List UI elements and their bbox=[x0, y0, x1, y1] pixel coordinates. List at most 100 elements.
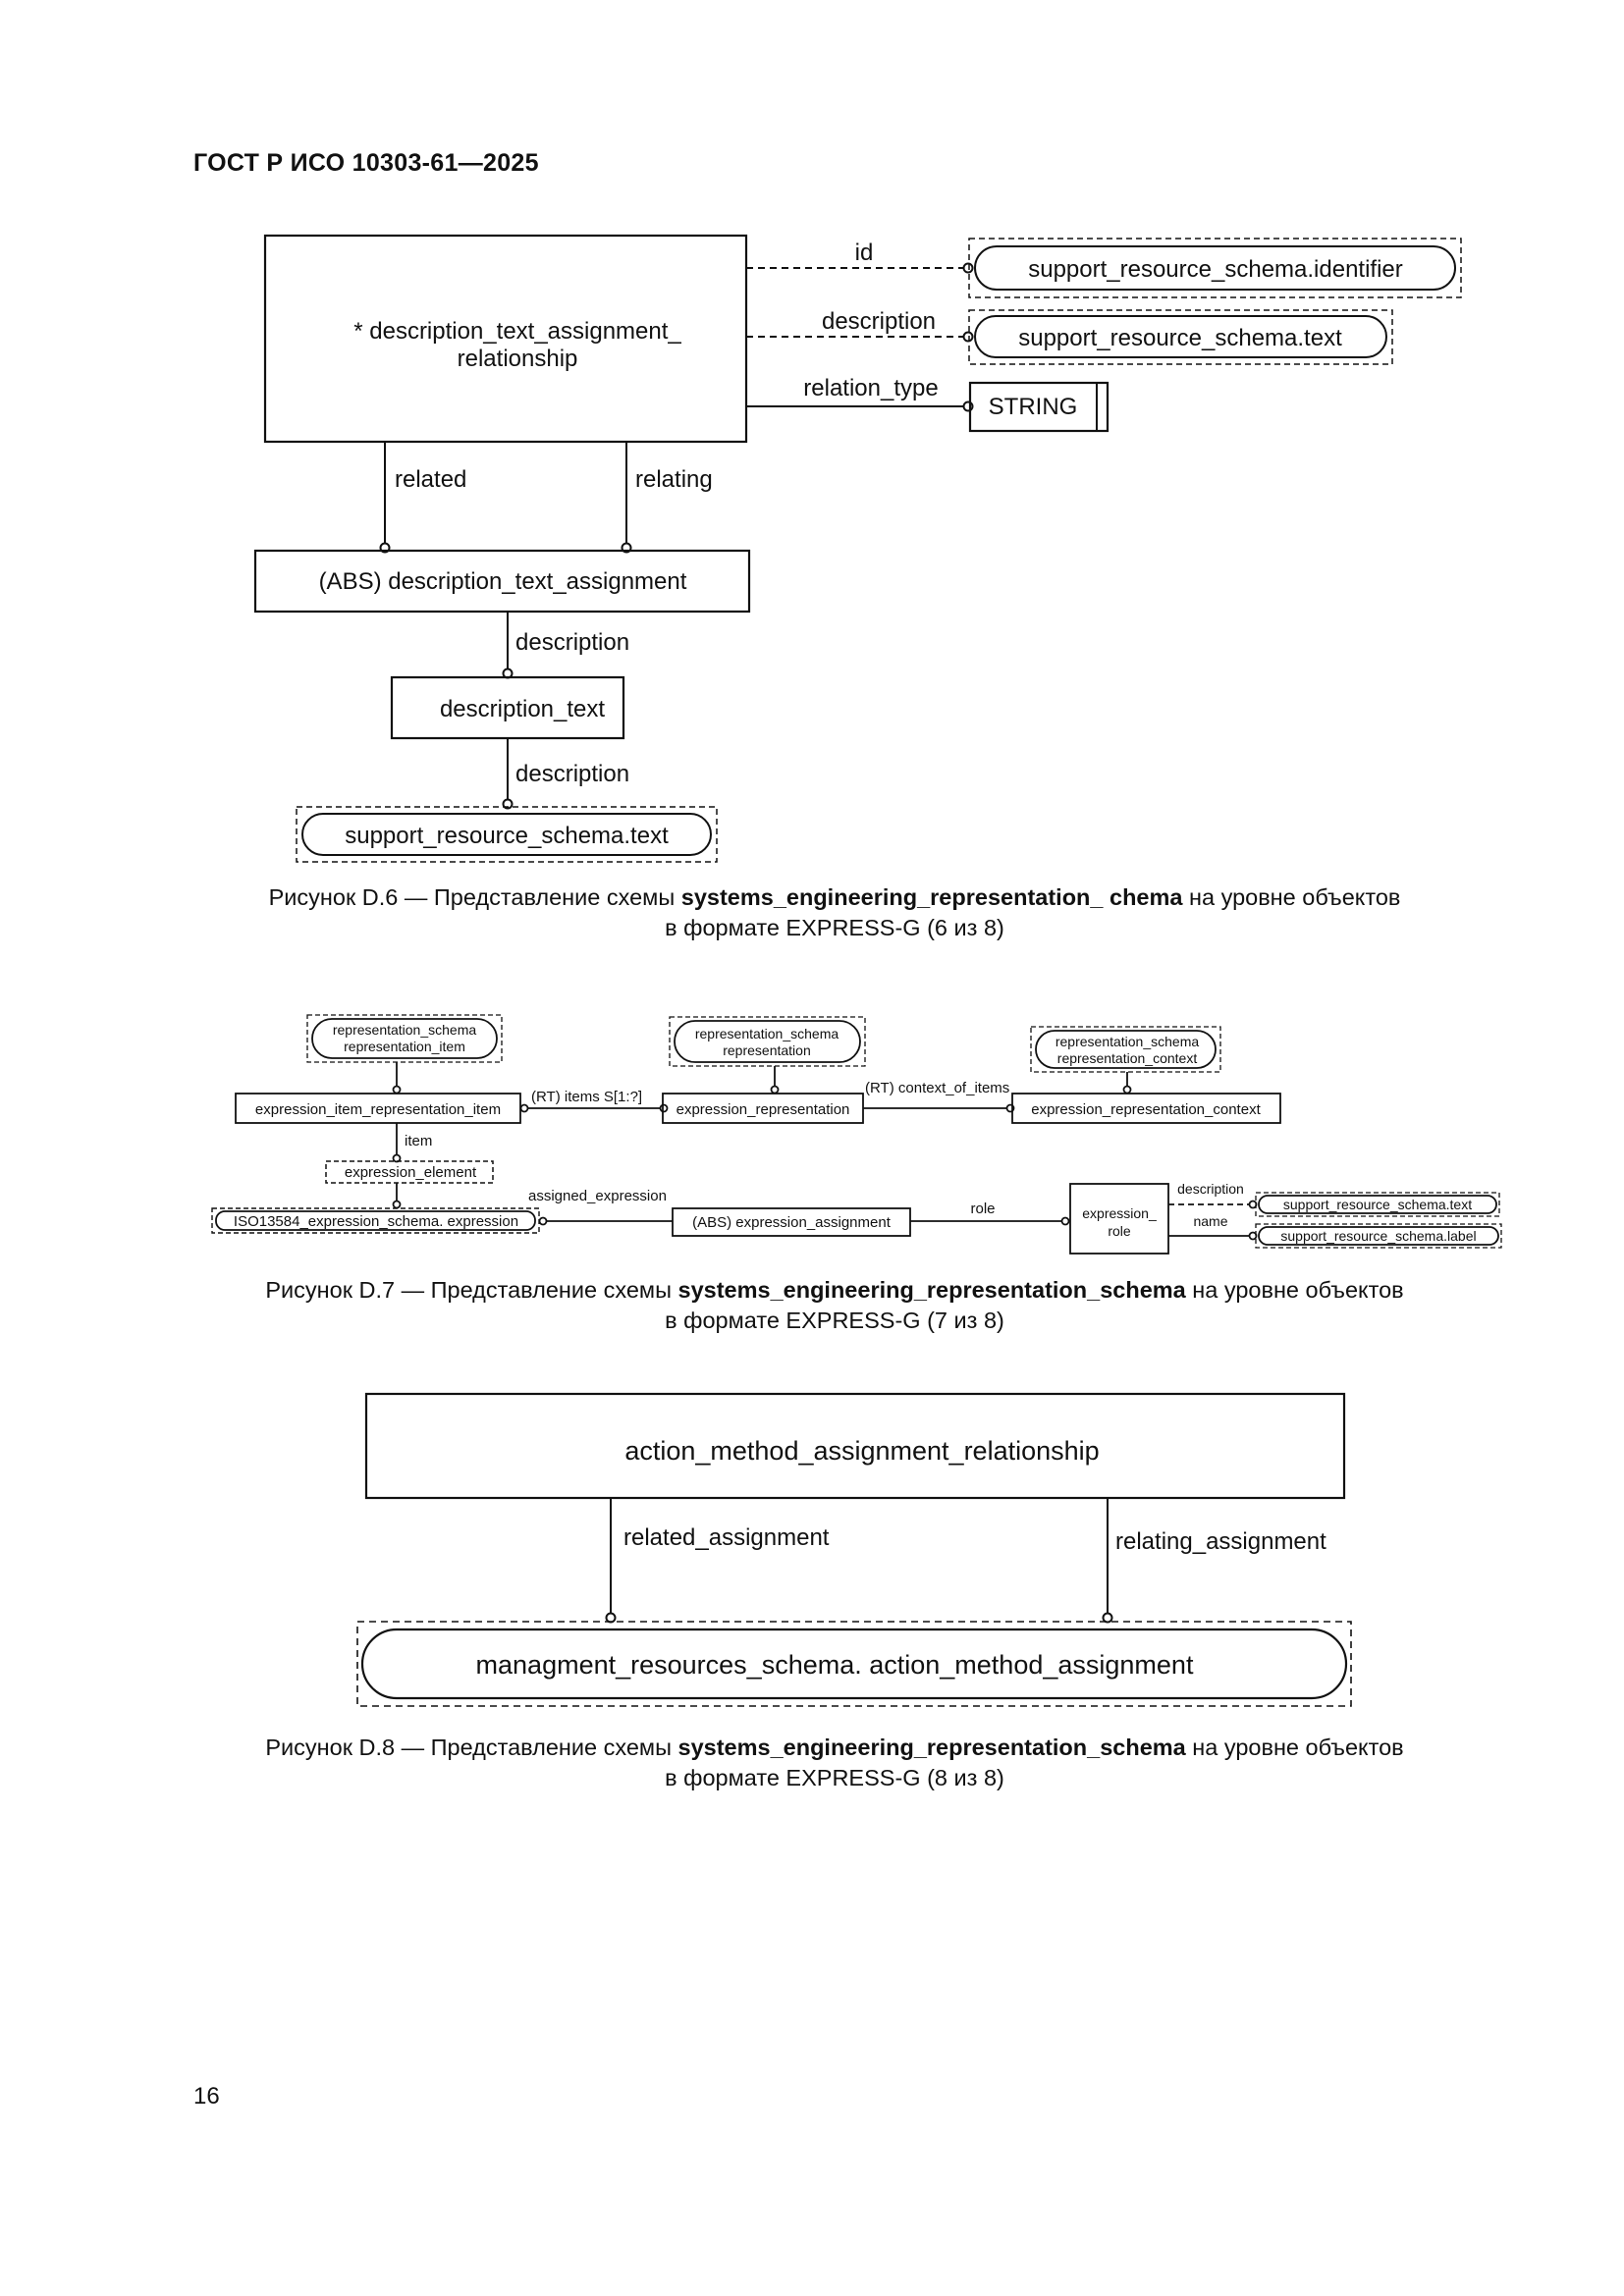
ref-box-representation-context bbox=[1030, 1026, 1221, 1073]
ref-label-text: support_resource_schema.text bbox=[1018, 325, 1342, 351]
relation-end-circle bbox=[392, 1085, 402, 1095]
relation-start-circle bbox=[519, 1103, 529, 1113]
entity-label-abs-expr-assign: (ABS) expression_assignment bbox=[692, 1214, 892, 1231]
ref-box-text-bottom bbox=[296, 806, 718, 863]
ref-pill-representation-context bbox=[1035, 1030, 1217, 1069]
figure-d8-caption: Рисунок D.8 — Представление схемы system… bbox=[196, 1733, 1473, 1793]
ref-box-representation bbox=[669, 1016, 866, 1067]
relation-end-circle bbox=[1102, 1612, 1113, 1624]
attr-label-description-2: description bbox=[515, 629, 629, 656]
ref-label-rep-1: representation_schema bbox=[695, 1026, 839, 1041]
entity-label-abs: (ABS) description_text_assignment bbox=[319, 568, 687, 595]
ref-pill-text-bottom bbox=[301, 813, 712, 856]
entity-abs-expression-assignment bbox=[672, 1207, 911, 1237]
relation-end-circle bbox=[962, 400, 974, 412]
ref-pill-support-label bbox=[1258, 1226, 1499, 1246]
entity-expression-role bbox=[1069, 1183, 1169, 1255]
ref-box-identifier bbox=[968, 238, 1462, 298]
figure-d6-caption: Рисунок D.6 — Представление схемы system… bbox=[196, 882, 1473, 943]
ref-label-text-bottom: support_resource_schema.text bbox=[345, 823, 669, 849]
attr-label-context: (RT) context_of_items bbox=[865, 1080, 1009, 1096]
type-label-string: STRING bbox=[989, 394, 1078, 420]
figure-d7-diagram: representation_schema representation_ite… bbox=[211, 1014, 1502, 1255]
entity-abs-description-text-assignment bbox=[253, 549, 751, 614]
attr-label-name: name bbox=[1193, 1213, 1227, 1229]
ref-pill-support-text bbox=[1258, 1195, 1497, 1214]
caption-suffix: на уровне объектов bbox=[1192, 1735, 1404, 1760]
ref-label-iso-expression: ISO13584_expression_schema. expression bbox=[234, 1213, 518, 1230]
ref-label-rep-item-1: representation_schema bbox=[333, 1022, 477, 1038]
entity-expression-representation-context bbox=[1011, 1093, 1281, 1124]
ref-box-expression-element bbox=[325, 1160, 494, 1184]
entity-label-expr-rep: expression_representation bbox=[677, 1101, 850, 1118]
caption-prefix: Рисунок D.6 — Представление схемы bbox=[268, 884, 676, 910]
ref-pill-representation bbox=[674, 1020, 861, 1063]
ref-label-support-label: support_resource_schema.label bbox=[1280, 1228, 1476, 1244]
ref-label-rep-ctx-1: representation_schema bbox=[1056, 1034, 1200, 1049]
attr-label-description: description bbox=[822, 308, 936, 335]
relation-end-circle bbox=[392, 1200, 402, 1209]
attr-label-role: role bbox=[970, 1201, 995, 1217]
ref-box-action-method-assignment bbox=[356, 1621, 1352, 1707]
caption-schema-name: systems_engineering_representation_schem… bbox=[677, 1277, 1186, 1303]
relation-end-circle bbox=[962, 331, 974, 343]
relation-end-circle bbox=[1060, 1216, 1070, 1226]
figure-d7-caption: Рисунок D.7 — Представление схемы system… bbox=[196, 1275, 1473, 1336]
ref-pill-action-method-assignment bbox=[360, 1628, 1348, 1700]
ref-pill-iso-expression bbox=[215, 1210, 536, 1231]
entity-action-method-assignment-relationship bbox=[364, 1392, 1346, 1500]
caption-suffix: на уровне объектов bbox=[1192, 1277, 1404, 1303]
attr-label-related: related bbox=[395, 466, 466, 493]
relation-end-circle bbox=[605, 1612, 617, 1624]
attr-label-relating: relating bbox=[635, 466, 713, 493]
figure-d8-diagram: action_method_assignment_relationship re… bbox=[356, 1392, 1352, 1707]
attr-label-relating-assignment: relating_assignment bbox=[1115, 1528, 1326, 1555]
type-box-string bbox=[968, 381, 1110, 433]
entity-label-expr-ctx: expression_representation_context bbox=[1031, 1101, 1261, 1118]
attr-label-id: id bbox=[855, 240, 874, 266]
entity-description-text-assignment-relationship bbox=[263, 234, 748, 444]
entity-label-line1: * description_text_assignment_ bbox=[353, 318, 681, 345]
entity-label-relationship: action_method_assignment_relationship bbox=[624, 1436, 1099, 1466]
ref-box-text bbox=[968, 309, 1393, 365]
ref-label-rep-ctx-2: representation_context bbox=[1057, 1050, 1198, 1066]
attr-label-relation-type: relation_type bbox=[803, 375, 938, 401]
caption-suffix: на уровне объектов bbox=[1189, 884, 1401, 910]
attr-label-description: description bbox=[1177, 1181, 1244, 1197]
caption-prefix: Рисунок D.7 — Представление схемы bbox=[265, 1277, 672, 1303]
relation-end-circle bbox=[770, 1085, 780, 1095]
ref-box-support-text bbox=[1255, 1192, 1500, 1217]
document-header: ГОСТ Р ИСО 10303-61—2025 bbox=[193, 149, 539, 177]
relation-end-circle bbox=[1122, 1085, 1132, 1095]
relation-end-circle bbox=[538, 1216, 548, 1226]
relation-end-circle bbox=[962, 262, 974, 274]
ref-label-identifier: support_resource_schema.identifier bbox=[1028, 256, 1403, 283]
caption-line2: в формате EXPRESS-G (7 из 8) bbox=[665, 1308, 1004, 1333]
caption-line2: в формате EXPRESS-G (8 из 8) bbox=[665, 1765, 1004, 1790]
entity-label-description-text: description_text bbox=[440, 696, 605, 722]
ref-box-support-label bbox=[1255, 1223, 1502, 1249]
ref-label-rep-2: representation bbox=[723, 1042, 811, 1058]
attr-label-description-3: description bbox=[515, 761, 629, 787]
figure-d6-diagram: * description_text_assignment_ relations… bbox=[253, 234, 1462, 863]
caption-line2: в формате EXPRESS-G (6 из 8) bbox=[665, 915, 1004, 940]
ref-pill-representation-item bbox=[311, 1018, 498, 1059]
entity-label-expr-role-2: role bbox=[1108, 1223, 1131, 1239]
ref-pill-text bbox=[974, 315, 1387, 358]
caption-schema-name: systems_engineering_representation_schem… bbox=[677, 1735, 1186, 1760]
entity-label-expr-item: expression_item_representation_item bbox=[255, 1101, 501, 1118]
ref-pill-identifier bbox=[974, 245, 1456, 291]
ref-label-rep-item-2: representation_item bbox=[344, 1039, 465, 1054]
attr-label-related-assignment: related_assignment bbox=[623, 1524, 830, 1551]
relation-end-circle bbox=[659, 1103, 669, 1113]
attr-label-assigned-expression: assigned_expression bbox=[528, 1188, 667, 1204]
ref-box-representation-item bbox=[306, 1014, 503, 1063]
entity-label-expr-role-1: expression_ bbox=[1082, 1205, 1157, 1221]
entity-label-line2: relationship bbox=[458, 346, 578, 372]
ref-label-action-method-assignment: managment_resources_schema. action_metho… bbox=[476, 1650, 1194, 1680]
page-number: 16 bbox=[193, 2083, 220, 2109]
caption-schema-name: systems_engineering_representation_ chem… bbox=[680, 884, 1183, 910]
ref-label-expression-element: expression_element bbox=[345, 1164, 477, 1181]
